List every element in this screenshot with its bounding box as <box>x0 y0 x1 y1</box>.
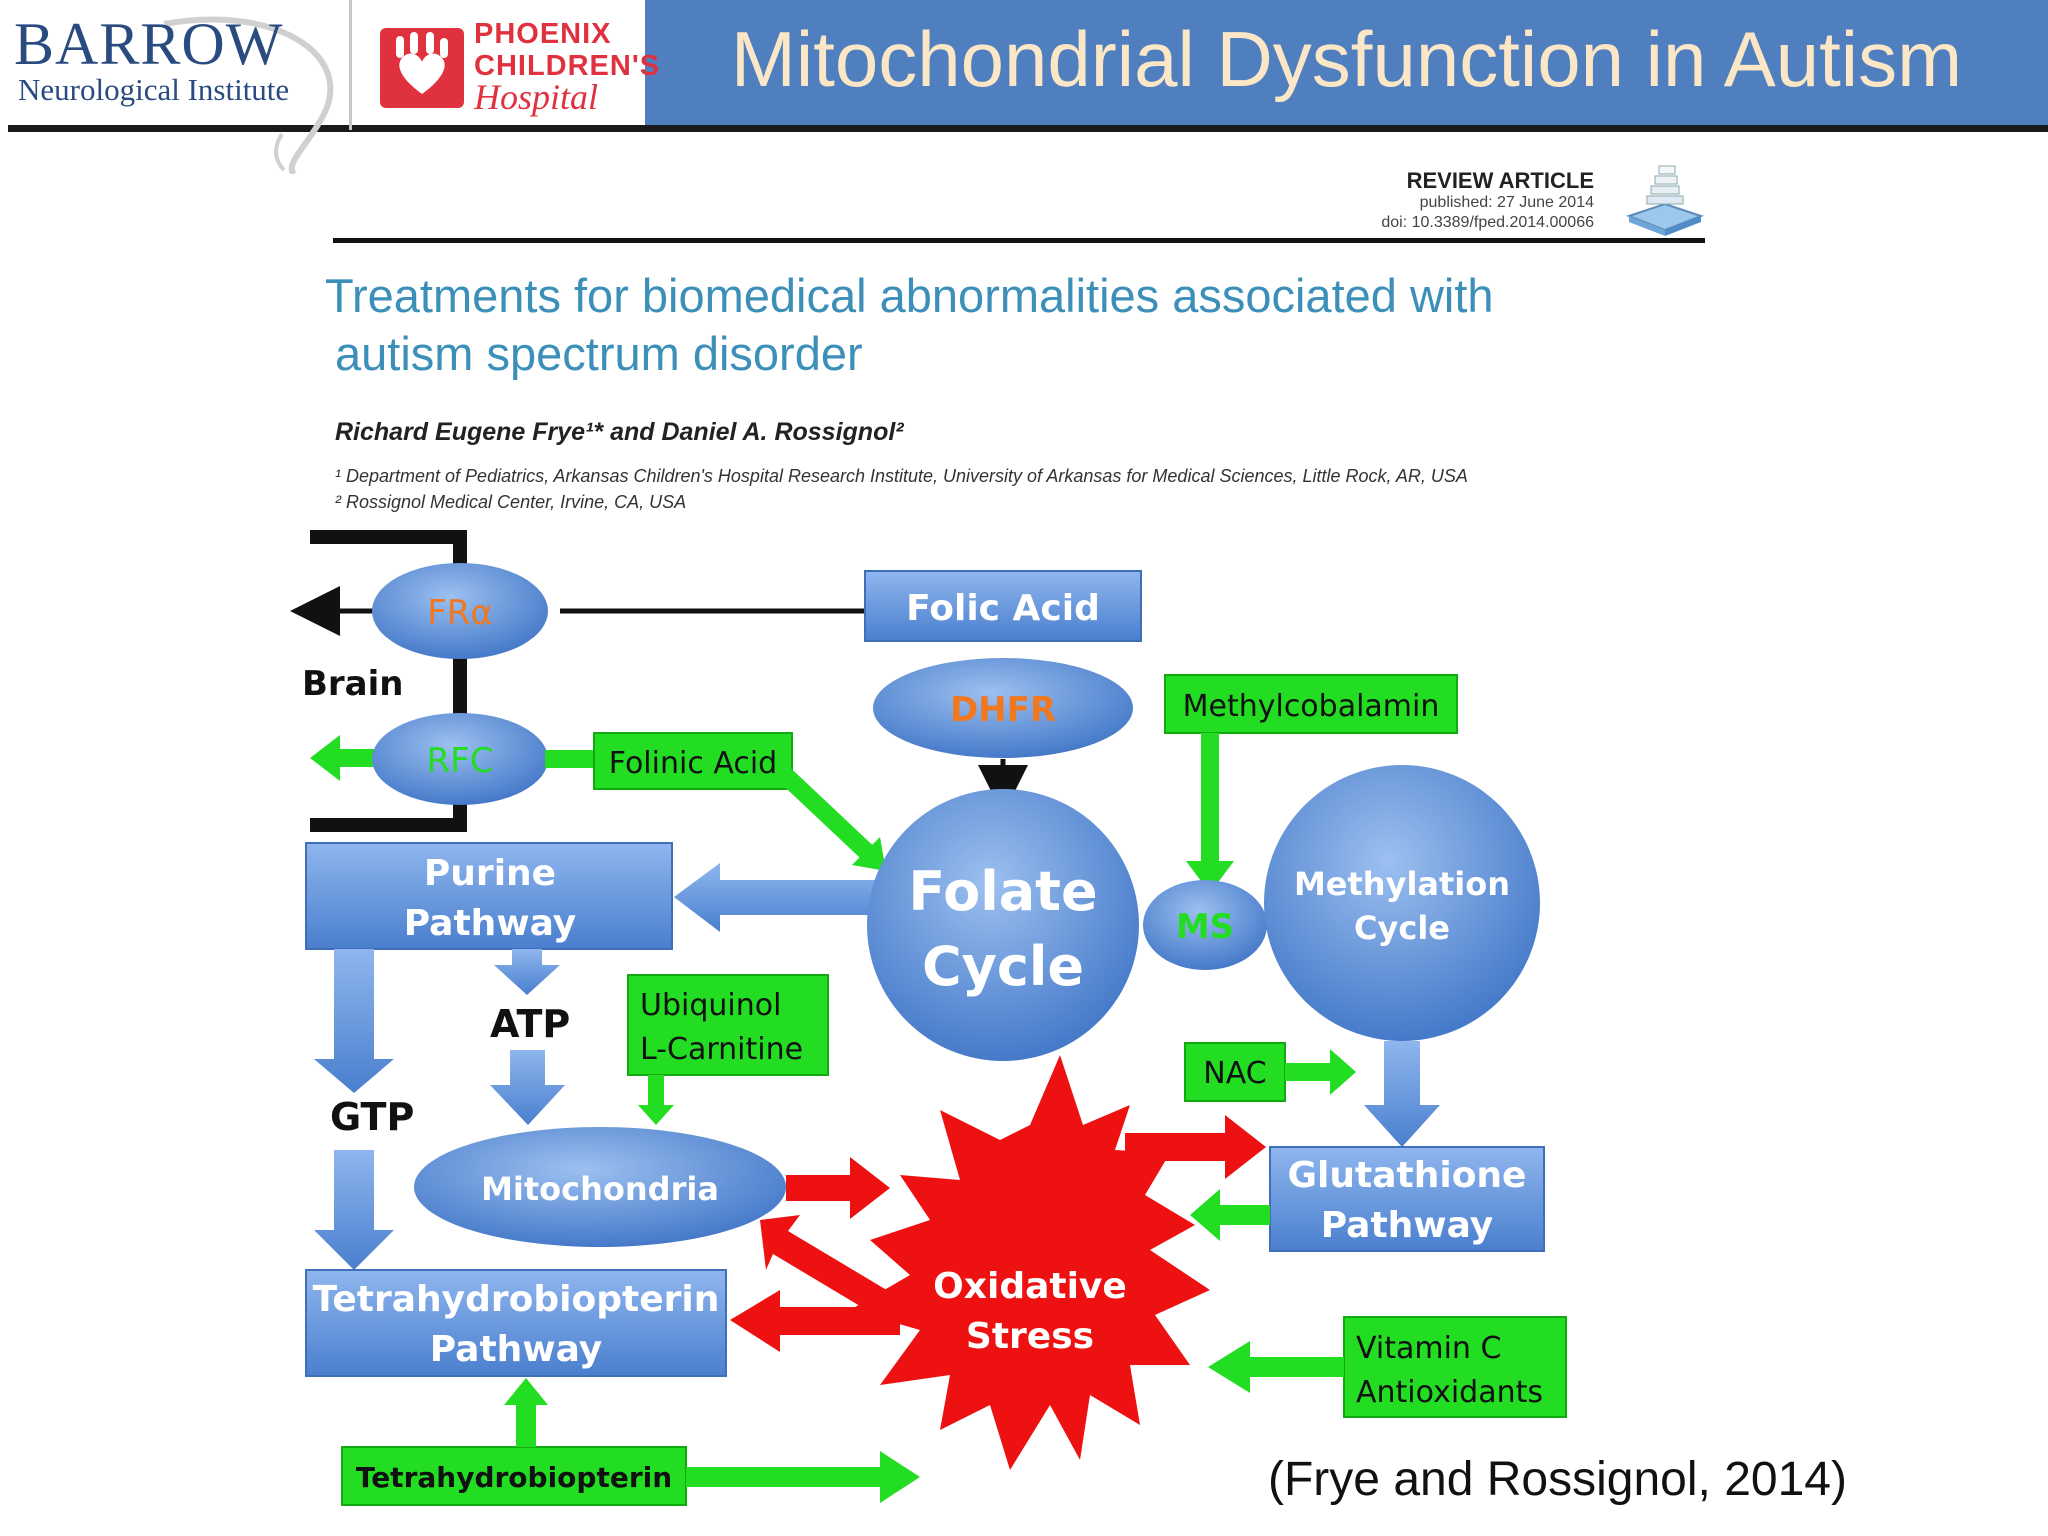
label-methylation-line2: Cycle <box>1354 909 1450 947</box>
node-ubiquinol <box>627 974 829 1076</box>
label-purine-line1: Purine <box>424 853 556 894</box>
arrow-folinic-to-folate <box>778 768 877 862</box>
article-affiliation-2: ² Rossignol Medical Center, Irvine, CA, … <box>335 492 687 512</box>
pch-hand-logo-icon <box>380 28 464 108</box>
label-oxidative-line2: Stress <box>966 1316 1094 1357</box>
arrow-stress-to-glutathione <box>1125 1115 1266 1179</box>
arrow-bh4-supplement-to-pathway <box>516 1400 536 1447</box>
barrow-logo-subtitle: Neurological Institute <box>18 72 290 107</box>
node-bh4-supplement <box>341 1446 687 1506</box>
pch-logo-line2: CHILDREN'S <box>474 50 661 82</box>
logo-divider <box>349 0 352 130</box>
label-atp: ATP <box>490 1002 570 1046</box>
article-doi: doi: 10.3389/fped.2014.00066 <box>1381 214 1594 231</box>
label-bh4-supplement: Tetrahydrobiopterin <box>356 1461 672 1494</box>
arrow-mitochondria-to-stress <box>786 1157 890 1219</box>
article-authors: Richard Eugene Frye¹* and Daniel A. Ross… <box>335 418 904 446</box>
arrow-atp-to-mitochondria <box>490 1050 565 1125</box>
label-dhfr: DHFR <box>950 690 1056 730</box>
label-rfc: RFC <box>427 741 494 781</box>
label-oxidative-line1: Oxidative <box>933 1266 1127 1307</box>
label-glutathione-line1: Glutathione <box>1288 1155 1527 1196</box>
label-vitc-line2: Antioxidants <box>1356 1375 1543 1410</box>
arrow-stress-to-bh4 <box>730 1290 900 1352</box>
node-methylation-cycle <box>1264 765 1540 1041</box>
folate-pathway-diagram: FRα Brain RFC Folinic Acid Folic Acid DH… <box>290 530 1567 1506</box>
header-bar <box>645 0 2048 125</box>
label-ms: MS <box>1176 907 1234 947</box>
arrow-methylcobalamin-to-ms <box>1201 733 1219 863</box>
arrow-glutathione-to-stress <box>1190 1189 1270 1241</box>
slide-title: Mitochondrial Dysfunction in Autism <box>730 15 1963 103</box>
pch-logo-line1: PHOENIX <box>474 18 612 50</box>
node-vitamin-c <box>1343 1316 1567 1418</box>
barrow-logo-text: BARROW <box>14 11 284 77</box>
article-rule <box>333 238 1705 243</box>
node-folic-acid <box>864 570 1142 642</box>
arrow-folate-to-purine <box>674 863 875 932</box>
node-rfc <box>372 713 548 805</box>
label-folate-line2: Cycle <box>922 935 1084 998</box>
arrow-vitc-to-stress <box>1208 1341 1344 1393</box>
label-brain: Brain <box>302 664 404 704</box>
node-purine-pathway <box>305 842 673 950</box>
article-type-label: REVIEW ARTICLE <box>1406 168 1594 193</box>
arrow-methylation-to-glutathione <box>1364 1041 1440 1147</box>
node-glutathione-pathway <box>1269 1146 1545 1252</box>
node-methylcobalamin <box>1164 674 1458 734</box>
article-affiliation-1: ¹ Department of Pediatrics, Arkansas Chi… <box>335 466 1468 486</box>
label-fra: FRα <box>427 593 493 633</box>
label-bh4-line1: Tetrahydrobiopterin <box>313 1279 720 1320</box>
journal-book-icon <box>1626 165 1704 236</box>
label-ubiquinol-line2: L-Carnitine <box>640 1032 803 1067</box>
node-folinic-acid <box>593 732 793 790</box>
node-fra <box>372 563 548 659</box>
label-nac: NAC <box>1203 1056 1266 1091</box>
label-ubiquinol-line1: Ubiquinol <box>640 988 781 1023</box>
label-mitochondria: Mitochondria <box>481 1170 719 1208</box>
barrow-swirl-icon <box>163 16 334 174</box>
brain-bracket <box>310 530 467 832</box>
node-oxidative-stress <box>850 1055 1210 1470</box>
pch-logo-line3: Hospital <box>474 77 599 117</box>
label-folate-line1: Folate <box>908 860 1097 923</box>
label-vitc-line1: Vitamin C <box>1356 1331 1501 1366</box>
label-bh4-line2: Pathway <box>430 1329 602 1370</box>
label-folic-acid: Folic Acid <box>906 588 1100 629</box>
arrow-rfc-to-brain <box>310 735 385 781</box>
article-published-date: published: 27 June 2014 <box>1419 194 1594 211</box>
label-methylcobalamin: Methylcobalamin <box>1183 689 1440 724</box>
arrow-gtp-to-bh4 <box>314 1150 394 1270</box>
arrow-purine-to-gtp <box>314 949 394 1093</box>
arrow-bh4-supplement-to-stress <box>686 1451 920 1503</box>
node-nac <box>1184 1042 1286 1102</box>
label-gtp: GTP <box>330 1095 414 1139</box>
node-mitochondria <box>414 1127 786 1247</box>
node-bh4-pathway <box>305 1269 727 1377</box>
label-purine-line2: Pathway <box>404 903 576 944</box>
arrow-stress-to-mitochondria <box>760 1215 895 1318</box>
arrow-purine-to-atp <box>494 949 560 995</box>
citation: (Frye and Rossignol, 2014) <box>1268 1453 1847 1506</box>
node-dhfr <box>873 658 1133 758</box>
label-folinic-acid: Folinic Acid <box>609 746 777 781</box>
article-title-line2: autism spectrum disorder <box>335 327 863 380</box>
arrow-ubiquinol-to-mitochondria <box>648 1075 664 1107</box>
header-rule <box>8 125 2048 132</box>
node-folate-cycle <box>867 789 1139 1061</box>
label-glutathione-line2: Pathway <box>1321 1205 1493 1246</box>
arrow-nac-to-glutathione <box>1285 1049 1356 1095</box>
node-ms <box>1143 880 1267 970</box>
connector-folinic-to-rfc <box>545 750 595 768</box>
label-methylation-line1: Methylation <box>1294 865 1510 903</box>
article-title-line1: Treatments for biomedical abnormalities … <box>325 269 1494 322</box>
